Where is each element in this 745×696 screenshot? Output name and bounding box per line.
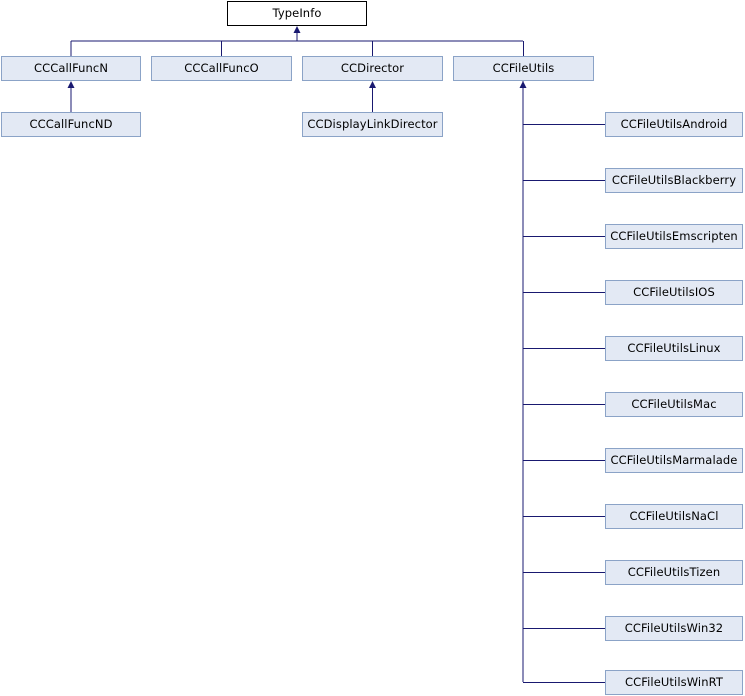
class-node-label: CCDirector	[340, 60, 405, 75]
class-node-label: CCFileUtilsMac	[631, 396, 717, 411]
class-node-label: CCFileUtilsTizen	[627, 564, 721, 579]
class-node-label: CCCallFuncND	[29, 116, 113, 131]
class-node-cccallfuncn[interactable]: CCCallFuncN	[1, 56, 141, 81]
class-node-label: CCFileUtilsWinRT	[625, 674, 723, 689]
class-node-label: TypeInfo	[272, 5, 322, 20]
class-node-ccfileutilstizen[interactable]: CCFileUtilsTizen	[605, 560, 743, 585]
class-node-label: CCFileUtilsWin32	[624, 620, 724, 635]
class-node-ccfileutilsios[interactable]: CCFileUtilsIOS	[605, 280, 743, 305]
class-node-ccdirector[interactable]: CCDirector	[302, 56, 443, 81]
class-node-ccfileutilsmac[interactable]: CCFileUtilsMac	[605, 392, 743, 417]
class-node-label: CCFileUtilsLinux	[627, 340, 721, 355]
class-node-label: CCDisplayLinkDirector	[307, 116, 438, 131]
class-node-ccfileutilsmarmalade[interactable]: CCFileUtilsMarmalade	[605, 448, 743, 473]
class-node-cccallfunco[interactable]: CCCallFuncO	[151, 56, 292, 81]
class-node-label: CCFileUtilsIOS	[633, 284, 715, 299]
class-node-ccfileutils[interactable]: CCFileUtils	[453, 56, 594, 81]
class-node-cccallfuncnd[interactable]: CCCallFuncND	[1, 112, 141, 137]
class-node-label: CCCallFuncO	[184, 60, 259, 75]
class-node-ccfileutilsemscripten[interactable]: CCFileUtilsEmscripten	[605, 224, 743, 249]
class-node-ccfileutilslinux[interactable]: CCFileUtilsLinux	[605, 336, 743, 361]
class-node-ccfileutilswinrt[interactable]: CCFileUtilsWinRT	[605, 670, 743, 695]
class-node-label: CCFileUtilsMarmalade	[610, 452, 738, 467]
class-node-label: CCFileUtilsNaCl	[629, 508, 719, 523]
class-node-ccfileutilsandroid[interactable]: CCFileUtilsAndroid	[605, 112, 743, 137]
class-node-label: CCFileUtilsEmscripten	[610, 228, 738, 243]
class-node-ccfileutilsblackberry[interactable]: CCFileUtilsBlackberry	[605, 168, 743, 193]
class-node-label: CCFileUtils	[492, 60, 555, 75]
class-node-label: CCFileUtilsBlackberry	[611, 172, 737, 187]
class-node-typeinfo[interactable]: TypeInfo	[227, 1, 367, 26]
class-node-label: CCFileUtilsAndroid	[620, 116, 728, 131]
class-node-ccdisplaylinkdirector[interactable]: CCDisplayLinkDirector	[302, 112, 443, 137]
class-node-ccfileutilsnacl[interactable]: CCFileUtilsNaCl	[605, 504, 743, 529]
class-node-label: CCCallFuncN	[33, 60, 109, 75]
class-node-ccfileutilswin32[interactable]: CCFileUtilsWin32	[605, 616, 743, 641]
